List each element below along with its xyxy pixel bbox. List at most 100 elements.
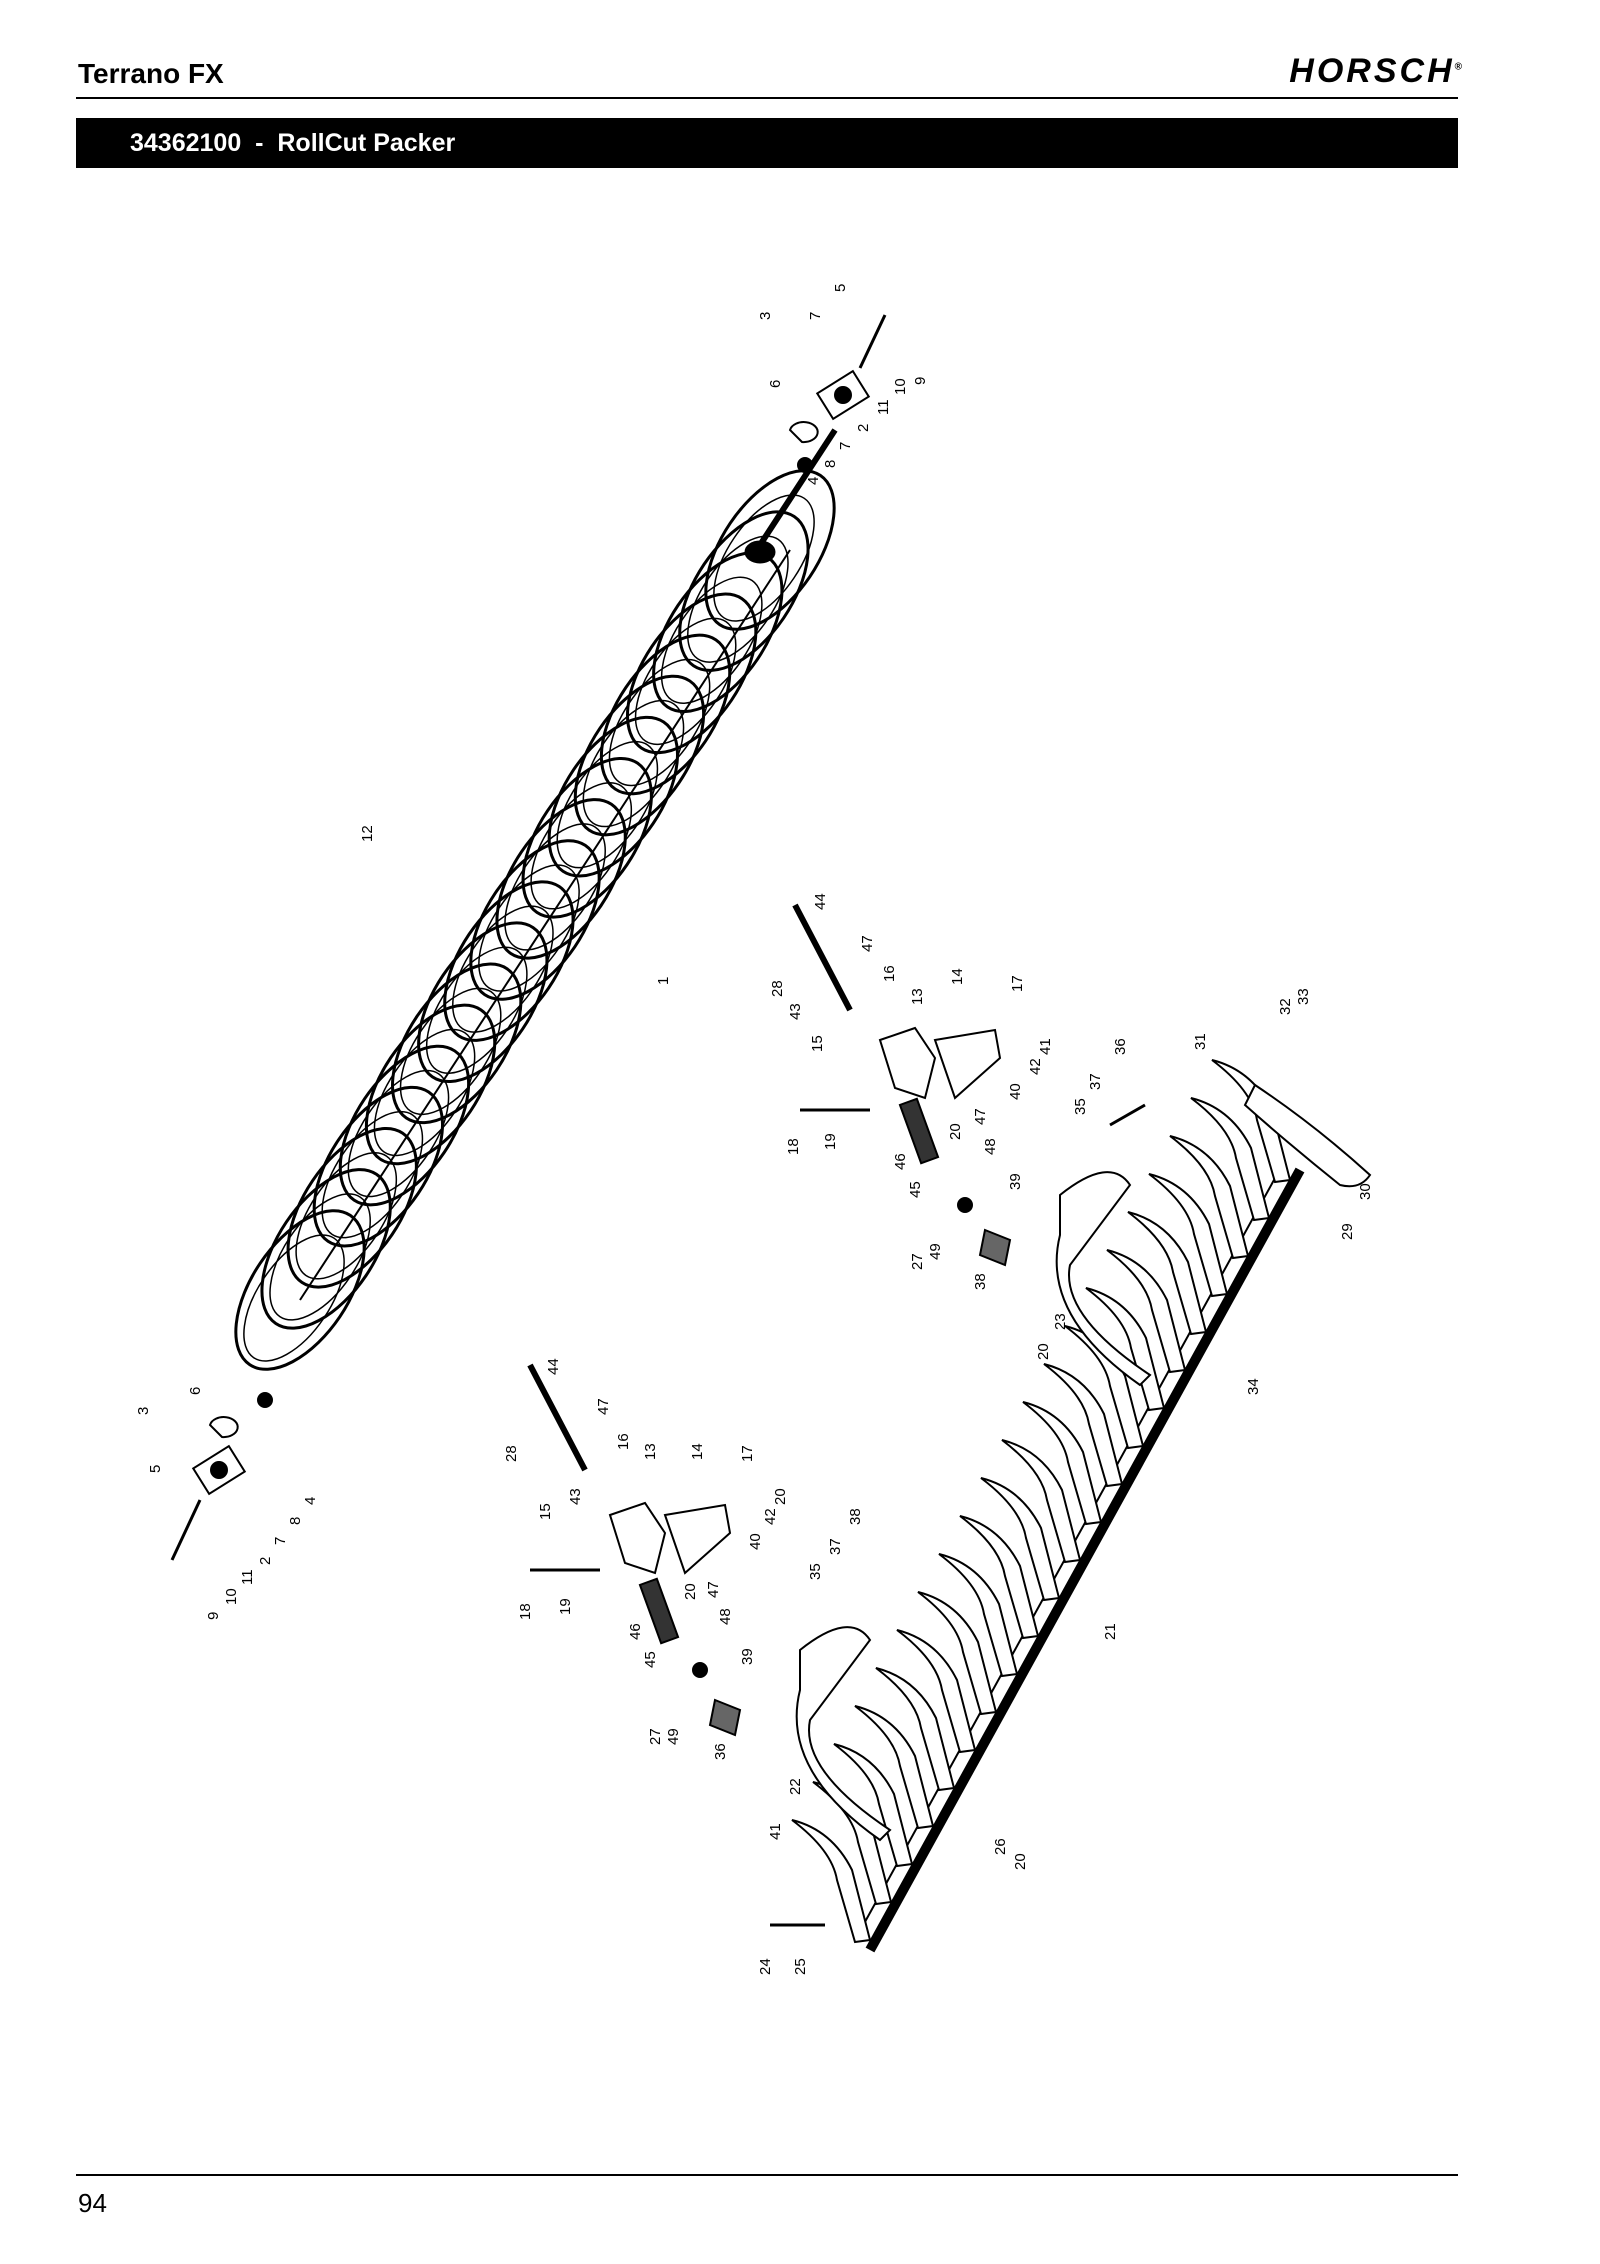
packer-ring-inner (478, 864, 580, 992)
callout-label: 39 (739, 1648, 756, 1665)
bolt-36-upper (1109, 1103, 1146, 1127)
scraper-tines (791, 1059, 1292, 1944)
scraper-tine (1169, 1135, 1250, 1260)
callout-label: 21 (1102, 1623, 1119, 1640)
callout-label: 26 (992, 1838, 1009, 1855)
callout-label: 39 (1007, 1173, 1024, 1190)
packer-ring (364, 1003, 497, 1166)
callout-label: 38 (972, 1273, 989, 1290)
scraper-frame-drawing (791, 1059, 1372, 1953)
scraper-tine (917, 1591, 998, 1716)
scraper-tine (1190, 1097, 1271, 1222)
callout-label: 13 (642, 1443, 659, 1460)
callout-label: 42 (762, 1508, 779, 1525)
callout-label: 12 (359, 825, 376, 842)
callout-label: 5 (147, 1465, 164, 1473)
spring-rod-upper (792, 903, 853, 1012)
scraper-tine (1043, 1363, 1124, 1488)
callout-label: 8 (287, 1517, 304, 1525)
callout-label: 7 (807, 312, 824, 320)
scraper-bar-main (865, 1167, 1305, 1953)
arm-assembly-upper (792, 903, 1152, 1387)
packer-ring (652, 551, 784, 714)
scraper-tine (1106, 1249, 1187, 1374)
callout-label: 20 (1012, 1853, 1029, 1870)
callout-label: 29 (1339, 1223, 1356, 1240)
callout-label: 20 (682, 1583, 699, 1600)
callout-label: 44 (812, 893, 829, 910)
callout-label: 49 (927, 1243, 944, 1260)
callout-label: 9 (912, 377, 929, 385)
callout-label: 17 (739, 1445, 756, 1462)
bearing-assembly-bottom (170, 1392, 273, 1561)
packer-ring (312, 1085, 444, 1248)
scraper-tine (1022, 1401, 1103, 1526)
callout-label: 16 (881, 965, 898, 982)
callout-label: 47 (859, 935, 876, 952)
packer-ring-inner (373, 1028, 476, 1157)
packer-ring (626, 592, 758, 755)
spring-lower (638, 1577, 680, 1645)
roller-axle (757, 428, 838, 547)
scraper-tine (959, 1515, 1040, 1640)
callout-label: 37 (827, 1538, 844, 1555)
callout-label: 42 (1027, 1058, 1044, 1075)
bearing-nut-top (797, 457, 813, 473)
callout-label: 22 (787, 1778, 804, 1795)
bearing-cover-top (788, 421, 819, 444)
scraper-tine (791, 1819, 872, 1944)
bearing-top (834, 386, 852, 404)
callout-label: 46 (892, 1153, 909, 1170)
scraper-tine (980, 1477, 1061, 1602)
packer-ring (260, 1168, 392, 1330)
callout-label: 15 (537, 1503, 554, 1520)
callout-label: 6 (187, 1387, 204, 1395)
brand-name: HORSCH (1289, 52, 1455, 90)
packer-ring-inner (504, 823, 606, 951)
callout-label: 35 (1072, 1098, 1089, 1115)
packer-ring-inner (660, 576, 763, 704)
callout-label: 24 (757, 1958, 774, 1975)
section-heading-bar: 34362100 - RollCut Packer (76, 118, 1458, 168)
callout-label: 17 (1009, 975, 1026, 992)
callout-label: 14 (689, 1443, 706, 1460)
callout-label: 10 (892, 378, 909, 395)
callout-label: 16 (615, 1433, 632, 1450)
callout-label: 19 (557, 1598, 574, 1615)
callout-label: 36 (712, 1743, 729, 1760)
packer-ring (704, 469, 836, 631)
registered-mark: ® (1454, 61, 1465, 73)
callout-label: 37 (1087, 1073, 1104, 1090)
packer-rings (234, 469, 836, 1371)
callout-label: 2 (855, 424, 872, 432)
document-title: Terrano FX (78, 58, 224, 89)
callout-label: 14 (949, 968, 966, 985)
mount-plate-lower (663, 1503, 732, 1575)
callout-label: 44 (545, 1358, 562, 1375)
packer-ring-inner (582, 699, 685, 828)
horsch-logo: HORSCH® (1289, 52, 1465, 91)
callout-label: 40 (747, 1533, 764, 1550)
arm-22 (795, 1626, 892, 1842)
packer-ring (678, 510, 810, 672)
roller-core-line (299, 549, 791, 1301)
assembly-name: RollCut Packer (277, 129, 456, 157)
callout-label: 2 (257, 1557, 274, 1565)
callout-label: 34 (1245, 1378, 1262, 1395)
arm-23 (1055, 1171, 1152, 1387)
callout-label: 11 (239, 1569, 256, 1585)
callout-label: 43 (787, 1003, 804, 1020)
bracket-lower (608, 1501, 667, 1575)
pivot-39-upper (978, 1228, 1012, 1267)
callout-label: 11 (875, 399, 892, 415)
callout-label: 47 (705, 1581, 722, 1598)
scraper-tine (1148, 1173, 1229, 1298)
scraper-blade-end (1243, 1083, 1372, 1188)
callout-label: 41 (767, 1823, 784, 1840)
packer-ring (443, 880, 575, 1042)
spring-rod-lower (527, 1363, 588, 1472)
scraper-tine (896, 1629, 977, 1754)
callout-label: 31 (1192, 1033, 1209, 1050)
callout-label: 20 (1035, 1343, 1052, 1360)
callout-label: 20 (947, 1123, 964, 1140)
